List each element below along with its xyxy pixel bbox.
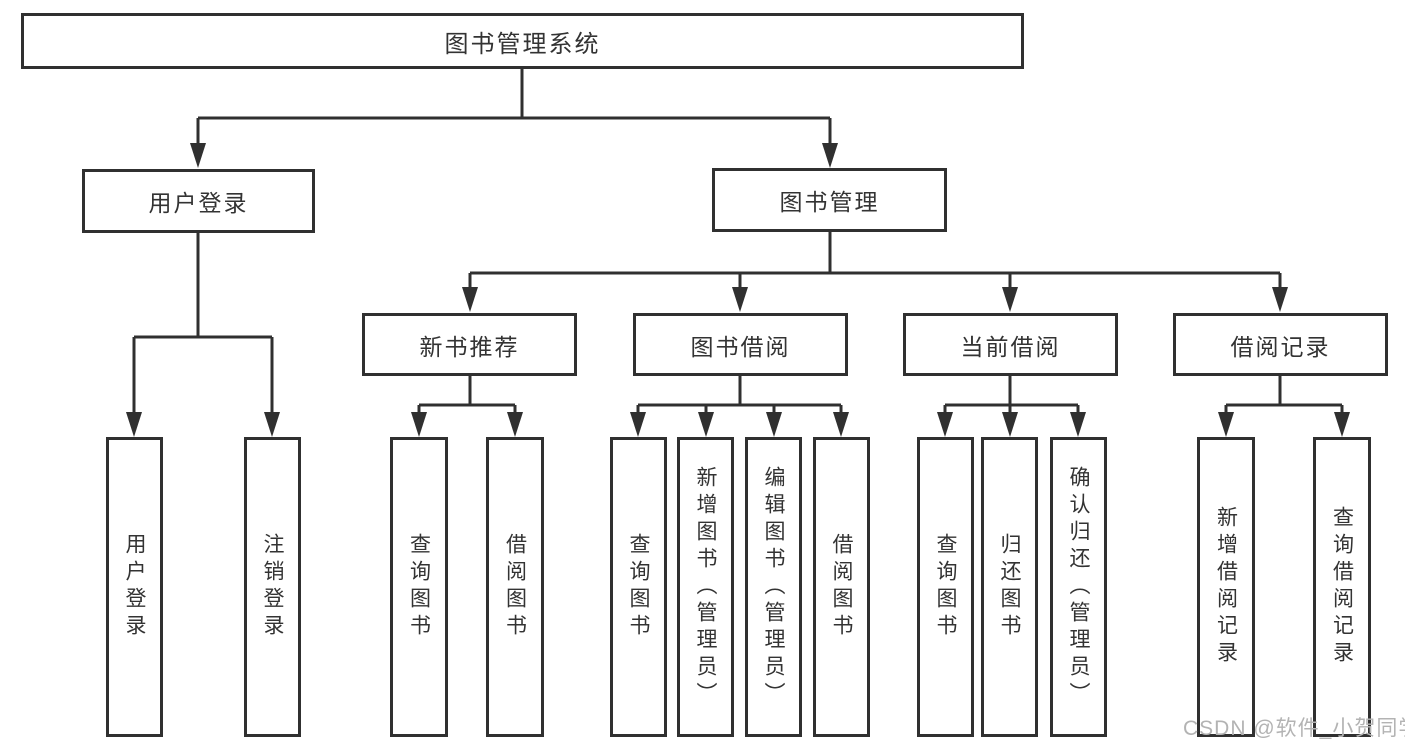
leaf-add-borrow-record: 新增借阅记录 (1197, 437, 1255, 737)
node-book-borrowing: 图书借阅 (633, 313, 848, 376)
node-book-management-branch: 图书管理 (712, 168, 947, 232)
leaf-query-books-recommend: 查询图书 (390, 437, 448, 737)
leaf-borrow-books-borrowing: 借阅图书 (813, 437, 870, 737)
leaf-return-books: 归还图书 (981, 437, 1038, 737)
leaf-edit-book-admin: 编辑图书（管理员） (745, 437, 802, 737)
node-borrowing-records: 借阅记录 (1173, 313, 1388, 376)
leaf-query-books-borrowing: 查询图书 (610, 437, 667, 737)
leaf-query-borrow-record: 查询借阅记录 (1313, 437, 1371, 737)
arrowheads (126, 143, 1350, 437)
leaf-add-book-admin: 新增图书（管理员） (677, 437, 734, 737)
node-user-login-branch: 用户登录 (82, 169, 315, 233)
node-current-borrowing: 当前借阅 (903, 313, 1118, 376)
leaf-confirm-return-admin: 确认归还（管理员） (1050, 437, 1107, 737)
node-new-book-recommendation: 新书推荐 (362, 313, 577, 376)
leaf-borrow-books-recommend: 借阅图书 (486, 437, 544, 737)
leaf-query-books-current: 查询图书 (917, 437, 974, 737)
leaf-user-login: 用户登录 (106, 437, 163, 737)
csdn-watermark: CSDN @软件_小贺同学 (1183, 717, 1405, 740)
leaf-logout: 注销登录 (244, 437, 301, 737)
node-library-management-system: 图书管理系统 (21, 13, 1024, 69)
